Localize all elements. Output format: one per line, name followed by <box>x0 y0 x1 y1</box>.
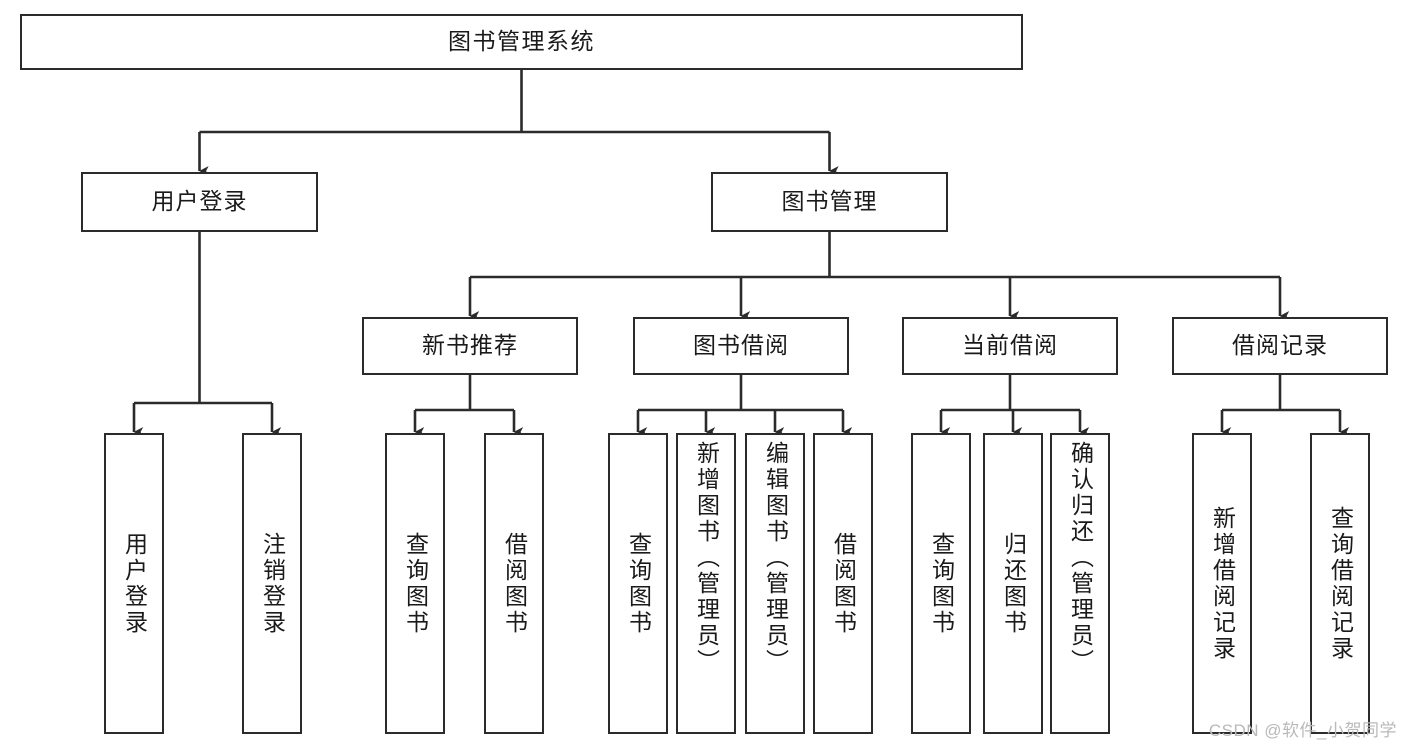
node-leaf-cb-query-book-label: 查询图书 <box>928 531 955 636</box>
node-leaf-br-add-record-label: 新增借阅记录 <box>1209 505 1236 662</box>
node-leaf-logout-login[interactable]: 注销登录 <box>242 433 302 734</box>
node-leaf-bb-add-book[interactable]: 新增图书（管理员） <box>676 433 736 734</box>
node-leaf-cb-query-book[interactable]: 查询图书 <box>911 433 971 734</box>
node-leaf-cb-return-book-label: 归还图书 <box>1000 531 1027 636</box>
node-new-book-recommend[interactable]: 新书推荐 <box>362 317 578 375</box>
node-leaf-user-login-label: 用户登录 <box>121 531 148 636</box>
node-leaf-bb-borrow-book[interactable]: 借阅图书 <box>813 433 873 734</box>
node-leaf-rec-borrow-book-label: 借阅图书 <box>501 531 528 636</box>
node-book-manage[interactable]: 图书管理 <box>711 172 948 232</box>
node-leaf-logout-login-label: 注销登录 <box>259 531 286 636</box>
node-current-borrow[interactable]: 当前借阅 <box>902 317 1118 375</box>
node-borrow-record[interactable]: 借阅记录 <box>1172 317 1388 375</box>
node-root-label: 图书管理系统 <box>448 28 595 55</box>
node-book-borrow-label: 图书借阅 <box>693 332 789 359</box>
node-leaf-br-query-record-label: 查询借阅记录 <box>1327 505 1354 662</box>
node-leaf-user-login[interactable]: 用户登录 <box>104 433 164 734</box>
node-leaf-rec-query-book[interactable]: 查询图书 <box>385 433 445 734</box>
node-leaf-cb-return-book[interactable]: 归还图书 <box>983 433 1043 734</box>
node-leaf-bb-edit-book[interactable]: 编辑图书（管理员） <box>745 433 805 734</box>
node-leaf-cb-confirm-return-label: 确认归还（管理员） <box>1067 441 1094 675</box>
watermark: CSDN @软件_小贺同学 <box>1208 721 1397 740</box>
node-leaf-cb-confirm-return[interactable]: 确认归还（管理员） <box>1050 433 1110 734</box>
node-user-login-label: 用户登录 <box>151 188 248 215</box>
node-leaf-bb-edit-book-label: 编辑图书（管理员） <box>762 441 789 675</box>
node-book-borrow[interactable]: 图书借阅 <box>633 317 849 375</box>
node-leaf-bb-query-book-label: 查询图书 <box>625 531 652 636</box>
node-leaf-br-add-record[interactable]: 新增借阅记录 <box>1192 433 1252 734</box>
node-leaf-bb-add-book-label: 新增图书（管理员） <box>693 441 720 675</box>
node-leaf-br-query-record[interactable]: 查询借阅记录 <box>1310 433 1370 734</box>
node-borrow-record-label: 借阅记录 <box>1232 332 1328 359</box>
node-leaf-bb-query-book[interactable]: 查询图书 <box>608 433 668 734</box>
node-root[interactable]: 图书管理系统 <box>20 14 1023 70</box>
node-leaf-rec-borrow-book[interactable]: 借阅图书 <box>484 433 544 734</box>
node-leaf-rec-query-book-label: 查询图书 <box>402 531 429 636</box>
node-user-login[interactable]: 用户登录 <box>81 172 318 232</box>
node-new-book-recommend-label: 新书推荐 <box>422 332 518 359</box>
node-leaf-bb-borrow-book-label: 借阅图书 <box>830 531 857 636</box>
node-current-borrow-label: 当前借阅 <box>962 332 1058 359</box>
node-book-manage-label: 图书管理 <box>781 188 878 215</box>
